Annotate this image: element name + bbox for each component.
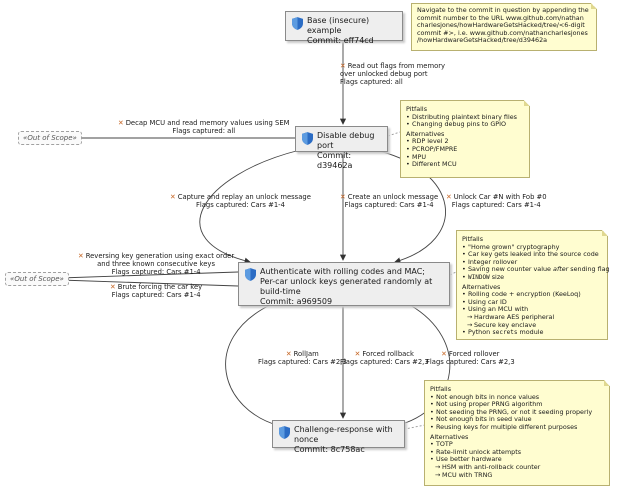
pitfall-item: WINDOW size: [462, 273, 602, 282]
cross-icon: ✕: [340, 193, 346, 201]
note-url-instructions: Navigate to the commit in question by ap…: [411, 3, 597, 51]
note-line: commit #>, i.e. www.github.com/nathancha…: [417, 28, 588, 37]
edge-label-decap: ✕Decap MCU and read memory values using …: [118, 119, 290, 135]
cross-icon: ✕: [441, 350, 447, 358]
alternative-subitem: Secure key enclave: [462, 321, 602, 330]
shield-icon: [302, 132, 313, 145]
node-title: Disable debug port: [317, 131, 375, 150]
alternative-item: PCROP/FMPRE: [406, 145, 524, 154]
node-title: Challenge-response with nonce: [294, 425, 393, 444]
edge-label-brute: ✕Brute forcing the car key Flags capture…: [110, 283, 203, 299]
out-of-scope-node-1: «Out of Scope»: [18, 131, 82, 145]
alternative-subitem: Hardware AES peripheral: [462, 313, 602, 322]
cross-icon: ✕: [78, 252, 84, 260]
alternative-item: Rolling code + encryption (KeeLoq): [462, 291, 602, 299]
node-title: Base (insecure) example: [307, 16, 370, 35]
note-line: Navigate to the commit in question by ap…: [417, 6, 589, 14]
edge-forced-rollover: [394, 304, 451, 428]
edge-label-rolljam: ✕RollJam Flags captured: Cars #2,3: [258, 350, 347, 366]
edge-rolljam: [225, 304, 281, 428]
pitfalls-heading: Pitfalls: [406, 105, 428, 113]
note-line: charlesjones/howHardwareGetsHacked/tree/…: [417, 21, 585, 30]
alternative-item: Using car ID: [462, 298, 602, 307]
cross-icon: ✕: [170, 193, 176, 201]
edge-brute: [59, 277, 239, 287]
pitfall-item: Changing debug pins to GPIO: [406, 121, 524, 129]
pitfall-item: "Home grown" cryptography: [462, 243, 602, 252]
node-commit: Commit: eff74cd: [307, 36, 374, 45]
edge-label-reverse-keygen: ✕Reversing key generation using exact or…: [78, 252, 235, 276]
pitfall-item: Distributing plaintext binary files: [406, 113, 524, 122]
alternative-subitem: HSM with anti-rollback counter: [430, 463, 604, 472]
alternatives-heading: Alternatives: [430, 432, 469, 441]
alternative-subitem: MCU with TRNG: [430, 471, 604, 480]
edge-label-forced-rollback: ✕Forced rollback Flags captured: Cars #2…: [340, 350, 429, 366]
alternative-item: RDP level 2: [406, 138, 524, 146]
note-line: /howHardwareGetsHacked/tree/d39462a: [417, 36, 548, 45]
node-commit: Commit: 8c758ac: [294, 445, 365, 454]
cross-icon: ✕: [110, 283, 116, 291]
edge-label-read-flags: ✕Read out flags from memory over unlocke…: [340, 62, 446, 86]
shield-icon: [292, 17, 303, 30]
cross-icon: ✕: [446, 193, 452, 201]
alternative-item: Different MCU: [406, 161, 524, 169]
edge-replay: [199, 149, 301, 264]
edge-label-create: ✕Create an unlock message Flags captured…: [340, 193, 439, 209]
shield-icon: [245, 268, 256, 281]
note-challenge: Pitfalls Not enough bits in nonce values…: [424, 380, 610, 486]
pitfalls-heading: Pitfalls: [430, 385, 452, 393]
cross-icon: ✕: [340, 62, 346, 70]
edge-label-replay: ✕Capture and replay an unlock message Fl…: [170, 193, 311, 209]
alternative-item: MPU: [406, 153, 524, 162]
pitfall-item: Not enough bits in nonce values: [430, 393, 604, 402]
pitfall-item: Integer rollover: [462, 258, 602, 267]
alternative-item: Rate-limit unlock attempts: [430, 448, 604, 457]
shield-icon: [279, 426, 290, 439]
pitfalls-heading: Pitfalls: [462, 235, 484, 243]
out-of-scope-node-2: «Out of Scope»: [5, 272, 69, 286]
alternative-item: Python secrets module: [462, 328, 602, 337]
edge-label-forced-rollover: ✕Forced rollover Flags captured: Cars #2…: [426, 350, 515, 366]
pitfall-item: Not using proper PRNG algorithm: [430, 401, 604, 409]
node-auth[interactable]: Authenticate with rolling codes and MAC;…: [238, 262, 450, 306]
alternative-item: Use better hardware: [430, 456, 604, 464]
note-line: commit number to the URL www.github.com/…: [417, 13, 584, 22]
note-debug-port: Pitfalls Distributing plaintext binary f…: [400, 100, 530, 178]
cross-icon: ✕: [118, 119, 124, 127]
node-title-line1: Authenticate with rolling codes and MAC;: [260, 267, 425, 276]
pitfall-item: Reusing keys for multiple different purp…: [430, 423, 604, 432]
note-auth: Pitfalls "Home grown" cryptography Car k…: [456, 230, 610, 340]
node-commit: Commit: d39462a: [317, 151, 353, 170]
alternatives-heading: Alternatives: [406, 129, 445, 138]
pitfall-item: Not enough bits in seed value: [430, 416, 604, 424]
alternative-item: Using an MCU with: [462, 306, 602, 314]
alternatives-heading: Alternatives: [462, 282, 501, 291]
note-link-debug: [387, 131, 401, 137]
pitfall-item: Saving new counter value after sending f…: [462, 266, 610, 274]
edge-label-unlock-fob: ✕Unlock Car #N with Fob #0 Flags capture…: [446, 193, 547, 209]
edge-reverse-keygen: [59, 271, 239, 281]
pitfall-item: Not seeding the PRNG, or not it seeding …: [430, 408, 604, 417]
pitfall-item: Car key gets leaked into the source code: [462, 251, 602, 259]
node-title-line2: Per-car unlock keys generated randomly a…: [260, 277, 433, 296]
cross-icon: ✕: [354, 350, 361, 358]
cross-icon: ✕: [285, 350, 292, 358]
node-commit: Commit: a969509: [260, 297, 333, 306]
alternative-item: TOTP: [430, 441, 604, 449]
